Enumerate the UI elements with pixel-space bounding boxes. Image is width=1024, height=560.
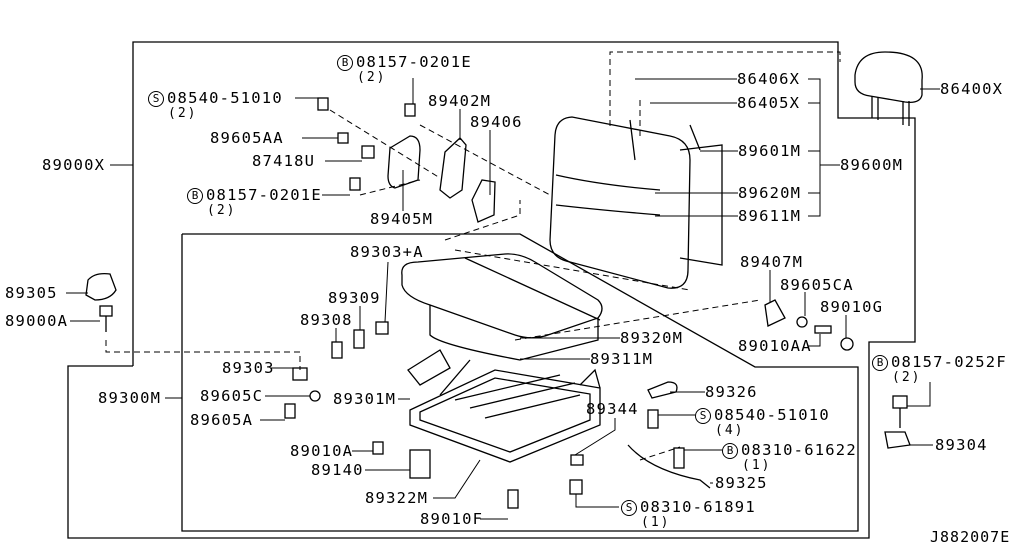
- seat-frame-part: [407, 349, 601, 463]
- part-label-89405m[interactable]: 89405M: [370, 210, 434, 228]
- dashed-guides: [105, 51, 841, 461]
- part-label-89010g[interactable]: 89010G: [820, 298, 884, 316]
- part-label-89344[interactable]: 89344: [586, 400, 639, 418]
- bolt-type-b-icon: B: [722, 443, 738, 459]
- seat-cushion-part: [401, 253, 603, 361]
- part-label-89010aa[interactable]: 89010AA: [738, 337, 812, 355]
- part-label-89322m[interactable]: 89322M: [365, 489, 429, 507]
- part-label-89303[interactable]: 89303: [222, 359, 275, 377]
- part-label-89311m[interactable]: 89311M: [590, 350, 654, 368]
- part-label-89140[interactable]: 89140: [311, 461, 364, 479]
- bolt-type-b-icon: B: [337, 55, 353, 71]
- part-label-89305[interactable]: 89305: [5, 284, 58, 302]
- part-label-89010a[interactable]: 89010A: [290, 442, 354, 460]
- part-label-89601m[interactable]: 89601M: [738, 142, 802, 160]
- part-label-86400x[interactable]: 86400X: [940, 80, 1004, 98]
- part-label-89000x[interactable]: 89000X: [42, 156, 106, 174]
- diagram-code: J882007E: [930, 528, 1011, 546]
- part-label-89304[interactable]: 89304: [935, 436, 988, 454]
- fasteners: [85, 97, 911, 509]
- part-label-89308[interactable]: 89308: [300, 311, 353, 329]
- part-label-89000a[interactable]: 89000A: [5, 312, 69, 330]
- bolt-type-b-icon: B: [872, 355, 888, 371]
- part-label-89407m[interactable]: 89407M: [740, 253, 804, 271]
- part-label-89010f[interactable]: 89010F: [420, 510, 484, 528]
- outer-group-boundary: [67, 41, 916, 539]
- part-label-89300m[interactable]: 89300M: [98, 389, 162, 407]
- part-label-89320m[interactable]: 89320M: [620, 329, 684, 347]
- part-label-89301m[interactable]: 89301M: [333, 390, 397, 408]
- bolt-type-b-icon: B: [187, 188, 203, 204]
- part-label-89611m[interactable]: 89611M: [738, 207, 802, 225]
- part-label-89605a[interactable]: 89605A: [190, 411, 254, 429]
- part-label-89600m[interactable]: 89600M: [840, 156, 904, 174]
- seat-back-part: [549, 116, 723, 289]
- part-label-89402m[interactable]: 89402M: [428, 92, 492, 110]
- leader-lines: [66, 78, 940, 520]
- screw-type-s-icon: S: [148, 91, 164, 107]
- part-label-87418u[interactable]: 87418U: [252, 152, 316, 170]
- part-label-89605ca[interactable]: 89605CA: [780, 276, 854, 294]
- part-label-89605aa[interactable]: 89605AA: [210, 129, 284, 147]
- part-label-89325[interactable]: 89325: [715, 474, 768, 492]
- screw-type-s-icon: S: [621, 500, 637, 516]
- headrest-part: [854, 51, 923, 126]
- screw-type-s-icon: S: [695, 408, 711, 424]
- part-label-89303a[interactable]: 89303+A: [350, 243, 424, 261]
- part-label-86406x[interactable]: 86406X: [737, 70, 801, 88]
- part-label-89309[interactable]: 89309: [328, 289, 381, 307]
- part-label-89620m[interactable]: 89620M: [738, 184, 802, 202]
- part-label-89326[interactable]: 89326: [705, 383, 758, 401]
- part-label-89605c[interactable]: 89605C: [200, 387, 264, 405]
- inner-group-boundary: [181, 233, 859, 532]
- part-label-86405x[interactable]: 86405X: [737, 94, 801, 112]
- part-label-89406[interactable]: 89406: [470, 113, 523, 131]
